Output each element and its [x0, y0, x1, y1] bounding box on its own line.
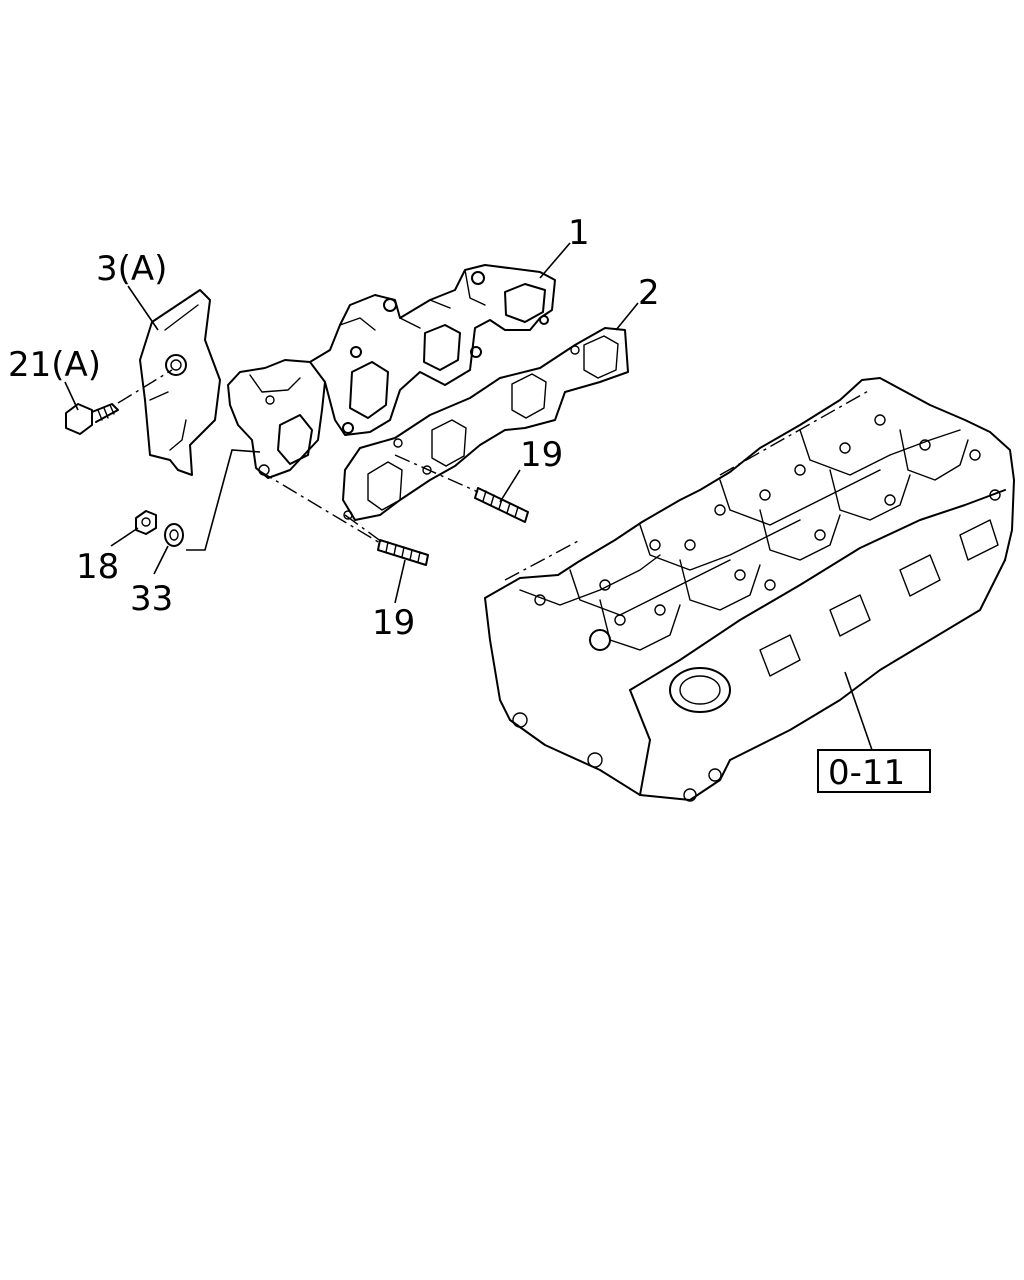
reference-box-0-11[interactable]: 0-11: [817, 749, 931, 793]
callout-21a: 21(A): [8, 345, 101, 385]
leader-2: [615, 302, 639, 331]
nut-assembly-leader: [186, 449, 261, 551]
washer: [164, 523, 184, 547]
callout-2: 2: [638, 273, 660, 313]
heat-shield: [139, 289, 221, 476]
callout-3a: 3(A): [96, 249, 167, 289]
exhaust-manifold: [227, 264, 556, 479]
bolt: [65, 369, 173, 435]
callout-18: 18: [76, 547, 119, 587]
stud: [377, 539, 429, 566]
callout-1: 1: [568, 213, 590, 253]
reference-label: 0-11: [828, 753, 905, 793]
leader-21: [64, 381, 79, 411]
cylinder-head: [484, 377, 1015, 802]
leader-33: [153, 545, 169, 575]
callout-19-lower: 19: [372, 603, 415, 643]
leader-18: [110, 527, 139, 547]
stud: [474, 487, 529, 523]
leader-1: [539, 242, 571, 279]
manifold-gasket: [342, 327, 629, 521]
leader-0-11: [844, 671, 873, 751]
nut: [135, 510, 157, 535]
callout-33: 33: [130, 579, 173, 619]
reference-box-frame: [817, 749, 931, 793]
leader-19b: [394, 559, 406, 604]
leader-19a: [499, 469, 521, 503]
callout-19-upper: 19: [520, 435, 563, 475]
leader-3: [127, 285, 159, 331]
